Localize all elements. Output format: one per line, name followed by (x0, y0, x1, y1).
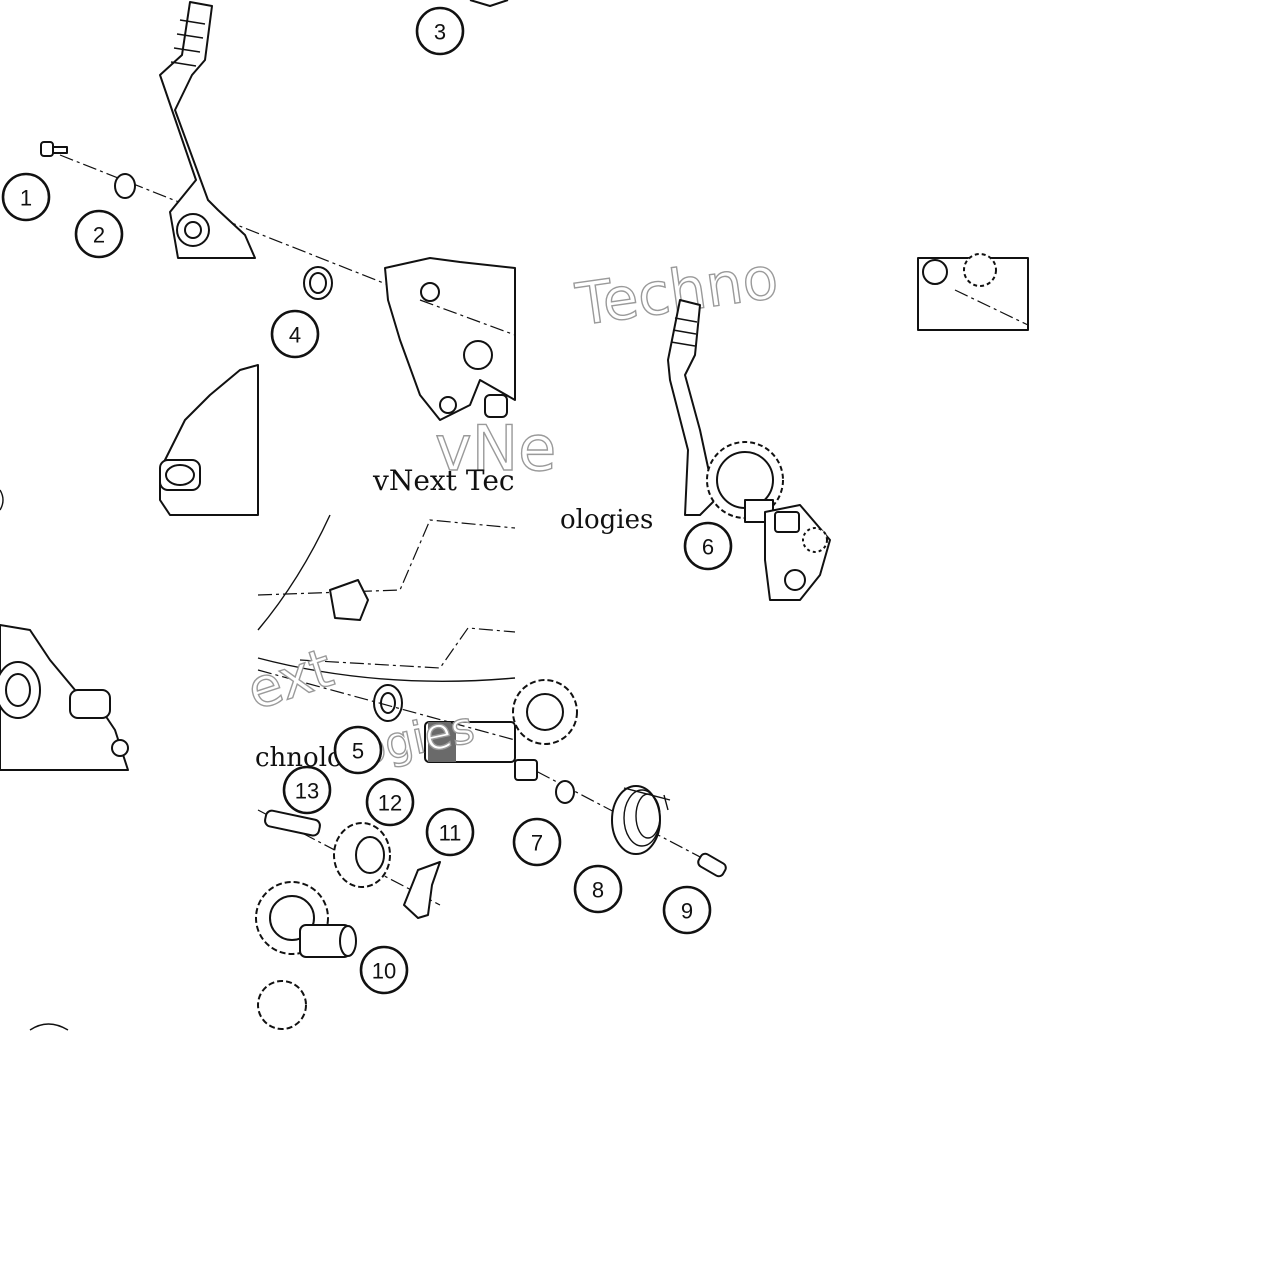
svg-text:8: 8 (592, 878, 604, 903)
svg-text:4: 4 (289, 323, 301, 348)
svg-text:1: 1 (20, 186, 32, 211)
callout-2: 2 (74, 209, 124, 259)
bolt-part (40, 141, 68, 157)
gear-part (255, 881, 357, 958)
svg-text:10: 10 (372, 959, 396, 984)
callout-1: 1 (1, 172, 51, 222)
diagram-tile-top-left (40, 0, 516, 336)
spring-part (611, 785, 671, 855)
diagram-tile-low-right (512, 679, 578, 745)
clip-part (403, 861, 441, 919)
callout-3: 3 (415, 6, 465, 56)
callout-12: 12 (365, 777, 415, 827)
callout-11: 11 (425, 807, 475, 857)
svg-text:6: 6 (702, 535, 714, 560)
svg-text:3: 3 (434, 20, 446, 45)
diagram-tile-mid-right: Techno ologies (560, 243, 784, 535)
callout-10: 10 (359, 945, 409, 995)
svg-text:2: 2 (93, 223, 105, 248)
diagram-tile-right (917, 253, 1029, 331)
pin-part (264, 809, 321, 837)
svg-text:11: 11 (439, 821, 462, 846)
kick-lever-part (159, 1, 256, 259)
diagram-tile-top-mid: vNe vNext Tec (303, 257, 557, 497)
gear-part (706, 441, 784, 523)
svg-text:9: 9 (681, 899, 693, 924)
callout-13: 13 (282, 765, 332, 815)
washer-part (555, 780, 575, 804)
svg-text:12: 12 (378, 791, 402, 816)
svg-text:7: 7 (531, 831, 543, 856)
watermark-fragment: vNe (435, 412, 556, 485)
crankcase-part (159, 364, 259, 516)
diagram-tile-bottom-right (514, 759, 727, 878)
callout-8: 8 (573, 864, 623, 914)
shaft-part (257, 669, 516, 763)
svg-text:5: 5 (352, 739, 364, 764)
svg-text:13: 13 (295, 779, 319, 804)
diagram-tile-bottom-mid (255, 809, 441, 1030)
callout-6: 6 (683, 521, 733, 571)
kick-lever-part (667, 299, 716, 516)
diagram-tile-low-left (0, 624, 129, 1031)
washer-part (114, 173, 136, 199)
diagram-tile-shaft (764, 504, 831, 601)
housing-part (384, 257, 516, 421)
callout-4: 4 (270, 309, 320, 359)
watermark-fragment: ext (240, 636, 341, 722)
pin-part (697, 852, 727, 878)
gear-part (333, 822, 391, 888)
callout-5: 5 (333, 725, 383, 775)
callout-7: 7 (512, 817, 562, 867)
diagram-tile-mid-left (0, 364, 259, 516)
watermark-text: vNext Tec (372, 464, 515, 497)
watermark-text: ologies (560, 505, 653, 535)
callout-9: 9 (662, 885, 712, 935)
